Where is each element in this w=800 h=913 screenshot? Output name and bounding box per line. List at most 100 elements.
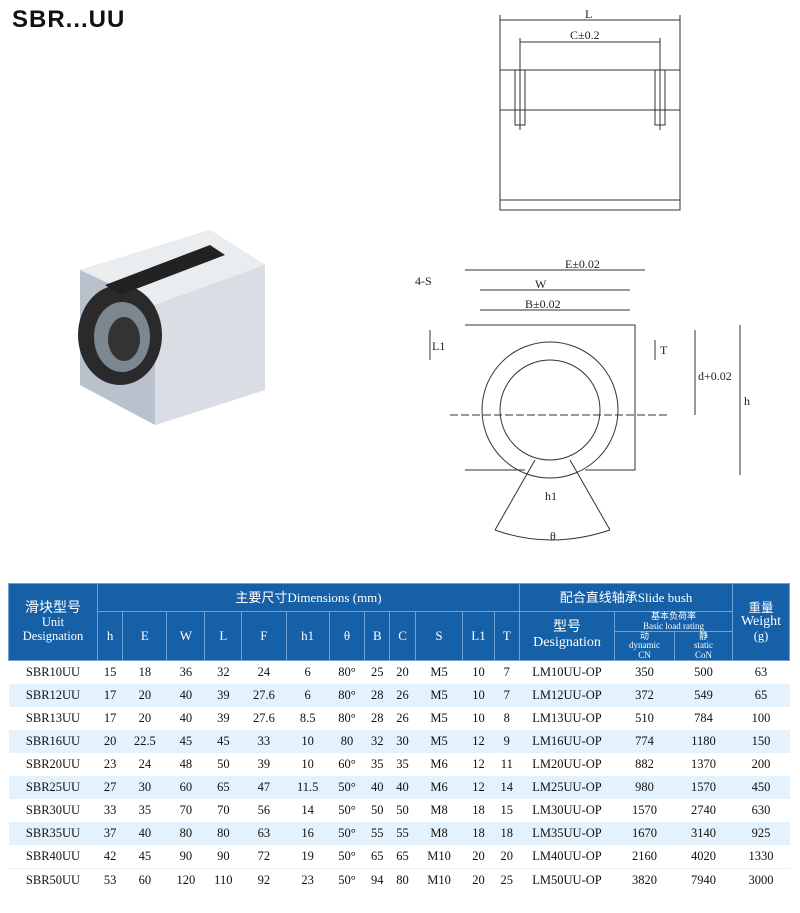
table-cell: 14	[494, 776, 520, 800]
table-cell: 20	[472, 849, 485, 864]
table-cell: 20	[472, 873, 485, 888]
table-cell: M10	[427, 849, 451, 864]
table-cell: SBR12UU	[8, 684, 98, 708]
table-cell: 80°	[338, 665, 356, 680]
table-cell: M6	[415, 776, 463, 800]
table-cell: 28	[371, 711, 384, 726]
header-col-8: C	[389, 610, 416, 662]
table-cell: 18	[494, 822, 520, 846]
label-W: W	[535, 277, 547, 291]
table-cell: 50°	[329, 776, 365, 800]
table-cell: 11	[500, 757, 513, 772]
table-cell: 20	[138, 711, 152, 726]
table-cell: 39	[257, 757, 271, 772]
table-cell: 12	[472, 757, 485, 772]
label-C: C±0.2	[570, 28, 600, 42]
table-cell: 80	[396, 873, 409, 888]
table-cell: 350	[635, 665, 654, 680]
table-cell: SBR20UU	[25, 757, 81, 772]
table-cell: 50°	[338, 803, 356, 818]
label-E: E±0.02	[565, 257, 600, 271]
table-cell: 20	[396, 665, 409, 680]
table-cell: 80	[329, 730, 365, 754]
table-cell: 26	[389, 684, 416, 708]
table-cell: 56	[257, 803, 271, 818]
table-cell: 53	[103, 873, 117, 888]
header-dimensions: 主要尺寸Dimensions (mm)	[97, 583, 520, 612]
table-cell: 10	[462, 684, 495, 708]
table-cell: 12	[462, 730, 495, 754]
table-cell: 70	[179, 803, 193, 818]
table-cell: 65	[204, 776, 242, 800]
table-cell: 18	[138, 665, 152, 680]
label-B: B±0.02	[525, 297, 561, 311]
table-cell: 50°	[329, 822, 365, 846]
table-cell: 120	[176, 873, 196, 888]
table-cell: 39	[217, 711, 230, 726]
label-L1: L1	[432, 339, 445, 353]
table-cell: 80	[204, 822, 242, 846]
table-cell: 882	[635, 757, 654, 772]
table-cell: 3140	[674, 822, 733, 846]
table-cell: 35	[396, 757, 409, 772]
table-cell: 40	[122, 822, 167, 846]
table-cell: SBR50UU	[25, 873, 81, 888]
table-cell: 2160	[632, 849, 657, 864]
table-cell: 6	[286, 684, 330, 708]
header-col-0: h	[96, 610, 124, 662]
table-cell: 50	[371, 803, 384, 818]
table-cell: 20	[122, 684, 167, 708]
label-S: 4-S	[415, 274, 432, 288]
table-cell: SBR30UU	[25, 803, 81, 818]
table-cell: 25	[500, 873, 514, 888]
table-cell: SBR13UU	[25, 711, 81, 726]
table-cell: 27.6	[252, 711, 275, 726]
table-cell: 7	[503, 665, 510, 680]
table-cell: 45	[166, 730, 205, 754]
table-cell: 100	[751, 711, 771, 726]
table-cell: 55	[364, 822, 390, 846]
label-theta: θ	[550, 529, 556, 543]
table-cell: 500	[694, 665, 713, 680]
table-cell: 33	[103, 803, 117, 818]
table-cell: 72	[257, 849, 271, 864]
header-col-10: L1	[462, 610, 495, 662]
table-cell: 15	[500, 803, 514, 818]
header-col-11: T	[493, 610, 521, 662]
table-cell: 22.5	[122, 730, 167, 754]
table-cell: M6	[430, 757, 448, 772]
table-cell: 784	[694, 711, 713, 726]
header-col-2: W	[166, 610, 206, 662]
table-cell: M5	[430, 711, 448, 726]
label-L: L	[585, 10, 592, 21]
table-cell: 60	[138, 873, 152, 888]
table-cell: 48	[179, 757, 193, 772]
table-cell: 42	[103, 849, 117, 864]
table-cell: 925	[732, 822, 790, 846]
table-cell: 45	[204, 730, 242, 754]
table-cell: 18	[462, 822, 495, 846]
table-cell: 18	[472, 803, 485, 818]
table-cell: 7	[494, 684, 520, 708]
table-cell: 45	[138, 849, 152, 864]
page-title: SBR...UU	[12, 6, 126, 33]
label-h: h	[744, 394, 750, 408]
table-cell: 32	[217, 665, 230, 680]
table-cell: 10	[301, 757, 314, 772]
table-cell: 36	[179, 665, 193, 680]
table-cell: 70	[217, 803, 230, 818]
table-cell: 6	[304, 665, 311, 680]
table-cell: 33	[241, 730, 287, 754]
header-col-9: S	[414, 610, 464, 662]
table-cell: 24	[138, 757, 152, 772]
table-cell: LM10UU-OP	[532, 665, 602, 680]
label-d: d+0.02	[698, 369, 732, 383]
